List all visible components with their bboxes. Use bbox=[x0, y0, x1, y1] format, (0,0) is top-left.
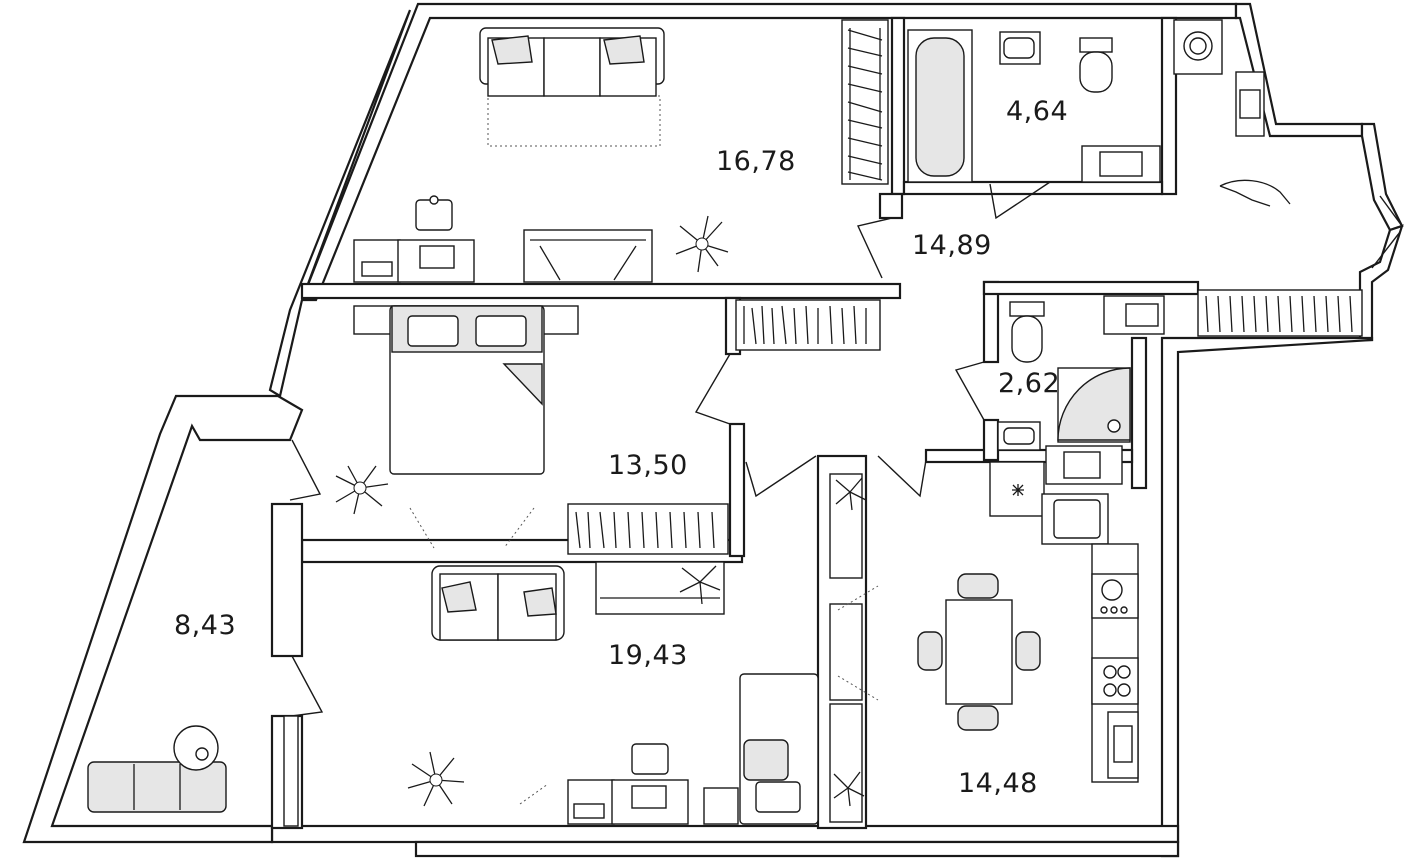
tv-stand-bottom bbox=[595, 561, 725, 615]
area-label-bathroom: 4,64 bbox=[1006, 96, 1068, 127]
wardrobe-bedroom bbox=[735, 299, 881, 351]
wall-right-bay-lower bbox=[1358, 224, 1404, 342]
tv-stand-top bbox=[523, 229, 653, 283]
door-kitchen bbox=[877, 455, 927, 498]
wc-cabinet-2 bbox=[1045, 445, 1123, 485]
balcony-sofa bbox=[87, 725, 227, 813]
wc-cabinet bbox=[1103, 295, 1165, 335]
plant-bottom bbox=[407, 751, 465, 807]
desk-bottom bbox=[567, 743, 739, 825]
wc-toilet bbox=[1009, 301, 1045, 363]
area-label-bedroom: 13,50 bbox=[608, 450, 688, 481]
wall-bathroom-right bbox=[1160, 16, 1178, 196]
wall-bathroom-left bbox=[890, 16, 906, 196]
door-balcony-lower bbox=[291, 655, 324, 717]
wall-wc-left-lower bbox=[982, 418, 1000, 462]
sofa-top bbox=[479, 27, 665, 147]
plant-kitchen-top bbox=[835, 477, 867, 511]
cat bbox=[1219, 179, 1291, 207]
wall-bottom bbox=[270, 824, 1180, 844]
door-right-bay-2 bbox=[1371, 231, 1401, 269]
bathtub bbox=[907, 29, 973, 183]
wall-upper-room-bottom bbox=[300, 282, 902, 300]
area-labels: 16,78 4,64 14,89 13,50 2,62 8,43 19,43 1… bbox=[174, 96, 1068, 799]
door-bathroom bbox=[989, 181, 1051, 220]
wall-hall-upper bbox=[878, 192, 904, 220]
balcony-inner-wall bbox=[283, 715, 299, 827]
wall-hall-col bbox=[728, 422, 746, 558]
wardrobe-top bbox=[841, 19, 889, 185]
kitchen-partition bbox=[829, 473, 879, 823]
kitchen-fridge bbox=[989, 461, 1045, 517]
door-right-bay bbox=[1379, 195, 1403, 227]
kitchen-dishwasher bbox=[1107, 711, 1139, 779]
outer-walls bbox=[22, 2, 1404, 858]
bathroom-cabinet bbox=[1081, 145, 1161, 183]
shower bbox=[1057, 367, 1131, 443]
wall-bathroom-bottom bbox=[902, 180, 1164, 196]
washing-machine bbox=[1173, 19, 1223, 75]
bathroom-sink bbox=[999, 31, 1041, 65]
wall-left-col bbox=[270, 502, 304, 658]
area-label-hallway: 14,89 bbox=[912, 230, 992, 261]
plant-kitchen-bottom bbox=[833, 771, 865, 807]
wardrobe-bedroom-bottom bbox=[567, 503, 729, 555]
door-bedroom bbox=[694, 353, 731, 425]
balcony-outer-wall bbox=[22, 394, 304, 844]
door-balcony-upper bbox=[289, 439, 322, 501]
desk-top bbox=[353, 195, 475, 283]
doors bbox=[289, 181, 1403, 717]
wc-sink bbox=[997, 421, 1041, 451]
hall-shelf-right bbox=[1235, 71, 1265, 137]
area-label-wc: 2,62 bbox=[998, 368, 1060, 399]
door-wc bbox=[954, 361, 985, 421]
door-hall-upper bbox=[857, 217, 893, 279]
door-hall-lower bbox=[745, 455, 817, 498]
area-label-kitchen: 14,48 bbox=[958, 768, 1038, 799]
armchair bbox=[739, 673, 819, 825]
wall-wc-top bbox=[982, 280, 1200, 296]
wardrobe-hall-right bbox=[1197, 289, 1363, 337]
wardrobes bbox=[567, 19, 1363, 555]
area-label-balcony: 8,43 bbox=[174, 610, 236, 641]
area-label-living-top: 16,78 bbox=[716, 146, 796, 177]
kitchen-sink bbox=[1041, 493, 1109, 545]
bed bbox=[353, 305, 579, 475]
dining-table bbox=[917, 573, 1041, 731]
bathroom-toilet bbox=[1079, 37, 1113, 93]
tv-view-bedroom bbox=[409, 507, 535, 549]
plant-bottom-tv bbox=[679, 565, 721, 605]
wall-right-lower bbox=[1160, 336, 1374, 858]
plant-top bbox=[675, 215, 729, 273]
wall-bottom-outer bbox=[414, 840, 1180, 858]
plant-bedroom bbox=[335, 465, 389, 515]
tv-view-bottom bbox=[519, 783, 549, 805]
kitchen-oven bbox=[1091, 573, 1139, 619]
wall-right-bay bbox=[1360, 122, 1404, 232]
area-label-living-bottom: 19,43 bbox=[608, 640, 688, 671]
sofa-bottom bbox=[431, 565, 565, 641]
kitchen-stove bbox=[1091, 657, 1139, 705]
wall-left-diagonal-outer bbox=[268, 9, 412, 398]
wall-wc-right bbox=[1130, 336, 1148, 490]
